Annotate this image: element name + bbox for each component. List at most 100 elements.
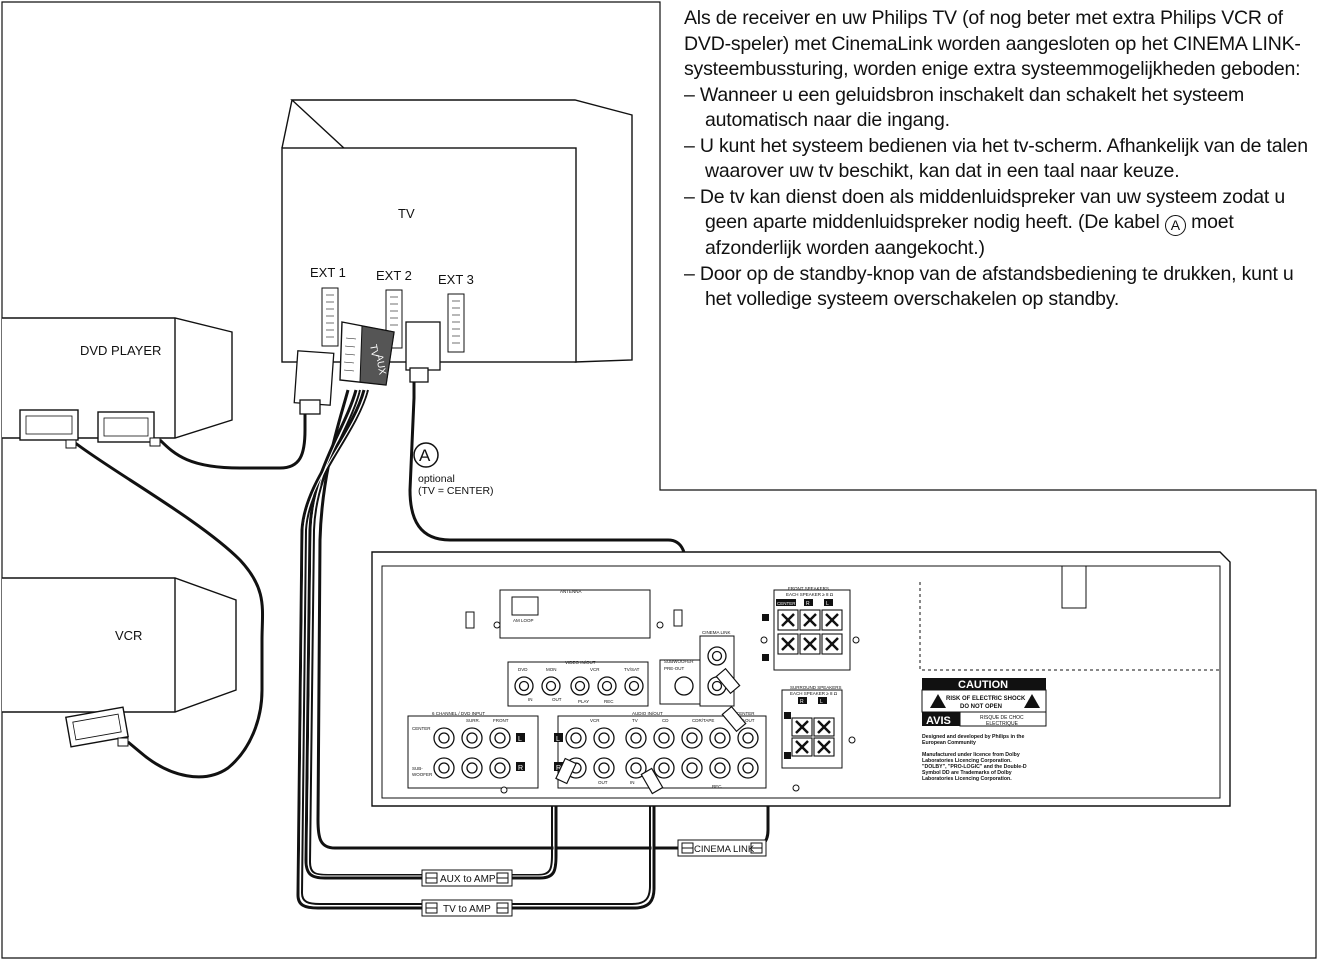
- video-in-label: IN: [528, 697, 533, 702]
- video-rec-label: REC: [604, 699, 614, 704]
- label-cinema-link: CINEMA LINK: [677, 839, 767, 857]
- ch6-sub-label: SUB-: [412, 766, 423, 771]
- video-tvsat-label: TV/SAT: [624, 667, 640, 672]
- instruction-text: Als de receiver en uw Philips TV (of nog…: [684, 6, 1314, 313]
- bullet-3: – De tv kan dienst doen als middenluidsp…: [684, 185, 1314, 262]
- cable-a-inline-symbol: A: [1164, 215, 1186, 236]
- video-dvd-label: DVD: [518, 667, 528, 672]
- surround-speakers-label: SURROUND SPEAKERS: [790, 685, 842, 690]
- bullet-2: – U kunt het systeem bedienen via het tv…: [684, 134, 1308, 183]
- dvd-label: DVD PLAYER: [80, 343, 161, 358]
- ext1-label: EXT 1: [310, 265, 346, 280]
- manu-text-3: "DOLBY", "PRO-LOGIC" and the Double-D: [922, 764, 1027, 770]
- tv-set: TV EXT 1 EXT 2 EXT 3: [281, 99, 633, 363]
- dvd-scart-1: [19, 409, 79, 441]
- label-tv-to-amp: TV to AMP: [421, 899, 513, 917]
- scart-plug-ext3: [405, 321, 441, 383]
- intro-paragraph: Als de receiver en uw Philips TV (of nog…: [684, 7, 1301, 80]
- am-loop-label: AM LOOP: [513, 618, 534, 623]
- bullet-3-note-post: moet afzonderlijk worden aangekocht.): [705, 211, 1234, 259]
- antenna-label: ANTENNA: [560, 589, 582, 594]
- caution-label: CAUTION RISK OF ELECTRIC SHOCK DO NOT OP…: [921, 678, 1047, 782]
- manu-text-5: Laboratories Licencing Corporation.: [922, 776, 1012, 782]
- front-each-speaker-label: EACH SPEAKER ≥ 8 Ω: [786, 592, 834, 597]
- ch6-input-label: 6 CHANNEL / DVD INPUT: [432, 711, 485, 716]
- tv-to-amp-text: TV to AMP: [443, 904, 491, 915]
- ext3-label: EXT 3: [438, 272, 474, 287]
- caution-text: CAUTION: [958, 679, 1008, 691]
- ch6-surr-label: SURR.: [466, 718, 480, 723]
- cable-a-symbol: A: [419, 446, 431, 465]
- surround-l-badge: L: [820, 699, 823, 705]
- cable-a-marker: A optional (TV = CENTER): [413, 442, 494, 497]
- scart-plug-ext2: TV AUX: [339, 321, 395, 386]
- audio-in-label: IN: [630, 780, 635, 785]
- front-r-badge: R: [806, 601, 810, 607]
- avis-detail-2: ELECTRIQUE: [986, 721, 1019, 727]
- front-center-badge: CENTER: [777, 601, 796, 606]
- ext2-label: EXT 2: [376, 268, 412, 283]
- audio-tv-label: TV: [632, 718, 638, 723]
- ch6-center-label: CENTER: [412, 726, 431, 731]
- avis-text: AVIS: [926, 715, 951, 727]
- bullet-3-note-pre: (De kabel: [1078, 211, 1165, 233]
- subwoofer-label: SUBWOOFER: [664, 659, 694, 664]
- front-l-badge: L: [826, 601, 829, 607]
- ch6-woofer-label: WOOFER: [412, 772, 433, 777]
- designed-text-1: Designed and developed by Philips in the: [922, 734, 1024, 740]
- cinema-link-text: CINEMA LINK: [694, 844, 755, 855]
- vcr: VCR: [2, 577, 237, 748]
- bullet-4: – Door op de standby-knop van de afstand…: [684, 262, 1294, 311]
- ch6-l-badge: L: [518, 736, 522, 743]
- cable-dvd-vcr: [73, 440, 265, 779]
- aux-to-amp-text: AUX to AMP: [440, 874, 496, 885]
- audio-rec-label: REC: [712, 784, 722, 789]
- video-inout-label: VIDEO IN/OUT: [565, 660, 596, 665]
- surround-each-speaker-label: EACH SPEAKER ≥ 8 Ω: [790, 691, 838, 696]
- bullet-3-text: – De tv kan dienst doen als middenluidsp…: [684, 185, 1285, 234]
- audio-cdrtape-label: CDR/TAPE: [692, 718, 714, 723]
- audio-l-badge: L: [556, 736, 560, 743]
- tv-label: TV: [398, 206, 415, 221]
- scart-aux-text: AUX: [373, 354, 387, 376]
- manu-text-1: Manufactured under licence from Dolby: [922, 752, 1020, 758]
- bullet-1: – Wanneer u een geluidsbron inschakelt d…: [684, 83, 1245, 132]
- video-out-label: OUT: [552, 697, 562, 702]
- video-play-label: PLAY: [578, 699, 589, 704]
- manu-text-4: Symbol DD are Trademarks of Dolby: [922, 770, 1012, 776]
- designed-text-2: European Community: [922, 740, 976, 746]
- audio-inout-label: AUDIO IN/OUT: [632, 711, 663, 716]
- scart-plug-ext1: [293, 350, 335, 415]
- video-mon-label: MON: [546, 667, 557, 672]
- ch6-front-label: FRONT: [493, 718, 509, 723]
- avis-detail-1: RISQUE DE CHOC: [980, 715, 1024, 721]
- ch6-r-badge: R: [518, 765, 523, 772]
- receiver: ANTENNA AM LOOP VIDEO IN/OUT DVD MON VCR…: [371, 551, 1231, 807]
- ext1-connector: [321, 287, 339, 347]
- dvd-scart-2: [97, 411, 155, 443]
- pre-out-label: PRE-OUT: [664, 666, 685, 671]
- audio-center-label: CENTER: [736, 711, 755, 716]
- audio-cd-label: CD: [662, 718, 669, 723]
- vcr-label: VCR: [115, 628, 142, 643]
- optional-center-text: (TV = CENTER): [418, 485, 494, 497]
- audio-tvout-label: TV-OUT: [738, 718, 755, 723]
- audio-out-label: OUT: [598, 780, 608, 785]
- optional-text: optional: [418, 473, 455, 485]
- manu-text-2: Laboratories Licencing Corporation.: [922, 758, 1012, 764]
- scart-tv-text: TV: [367, 344, 380, 359]
- video-vcr-label: VCR: [590, 667, 600, 672]
- dvd-player: DVD PLAYER: [2, 317, 233, 449]
- receiver-cinema-link-label: CINEMA LINK: [702, 630, 731, 635]
- risk-text-1: RISK OF ELECTRIC SHOCK: [946, 696, 1026, 702]
- audio-r-badge: R: [556, 765, 561, 772]
- cable-dvd-tv: [158, 405, 307, 470]
- ext3-connector: [447, 293, 465, 353]
- surround-r-badge: R: [800, 699, 804, 705]
- label-aux-to-amp: AUX to AMP: [421, 869, 513, 887]
- audio-vcr-label: VCR: [590, 718, 600, 723]
- risk-text-2: DO NOT OPEN: [960, 704, 1002, 710]
- front-speakers-label: FRONT SPEAKERS: [788, 586, 829, 591]
